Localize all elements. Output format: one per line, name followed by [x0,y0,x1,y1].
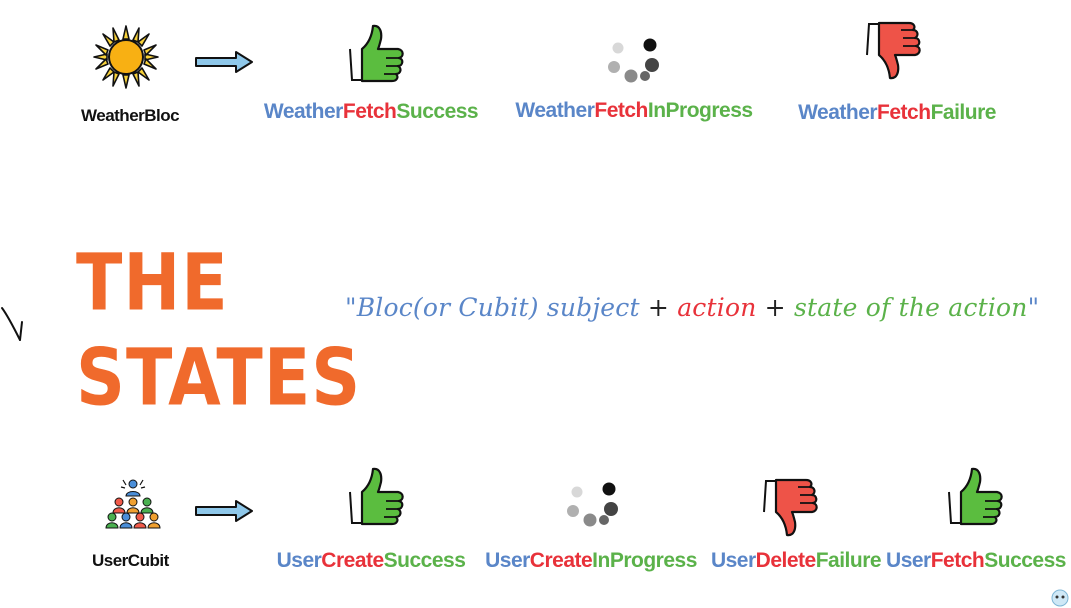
state-status: Failure [930,101,997,124]
thumbs-down-icon [863,20,923,82]
mascot-icon [1051,589,1069,607]
state-status: InProgress [647,99,753,122]
state-action: Create [321,549,384,572]
state-subject: User [710,549,756,572]
state-action: Fetch [930,549,985,572]
sun-icon [93,25,159,89]
loading-dots-icon [604,38,664,86]
state-label: WeatherFetchInProgress [515,99,753,123]
formula-subject: Bloc(or Cubit) subject [356,293,640,322]
state-label: WeatherFetchSuccess [263,100,479,124]
formula-close-quote: " [1027,293,1040,322]
state-label: UserCreateSuccess [277,549,466,573]
thumbs-down-icon [760,477,820,539]
state-action: Create [529,549,593,572]
state-status: Success [383,549,466,572]
thumbs-up-icon [346,22,406,84]
subject-label-weatherbloc: WeatherBloc [81,106,180,125]
title-line-2: STATES [76,333,362,424]
state-status: Success [396,100,479,123]
state-action: Fetch [342,100,397,123]
state-label: UserCreateInProgress [485,549,697,573]
state-label: UserDeleteFailure [710,549,882,573]
state-action: Fetch [877,101,931,124]
state-status: Success [984,549,1066,572]
state-label: WeatherFetchFailure [798,101,996,125]
state-status: Failure [815,549,882,572]
state-action: Fetch [594,99,648,122]
state-action: Delete [755,549,817,572]
subject-label-usercubit: UserCubit [92,551,169,570]
naming-formula: "Bloc(or Cubit) subject + action + state… [345,293,1039,322]
state-subject: User [886,549,931,572]
state-subject: Weather [515,99,595,122]
formula-state: state of the action [793,293,1028,322]
state-subject: User [276,549,322,572]
formula-plus: + [764,293,786,322]
state-subject: User [485,549,530,572]
thumbs-up-icon [346,465,406,527]
title-line-1: THE [76,238,229,329]
state-label: UserFetchSuccess [886,549,1066,573]
state-subject: Weather [263,100,343,123]
state-status: InProgress [592,549,697,572]
state-subject: Weather [798,101,878,124]
arrow-right-icon [194,500,254,522]
arrow-right-icon [194,51,254,73]
users-group-icon [105,479,161,529]
sketch-stroke-decoration [1,307,23,341]
formula-open-quote: " [345,293,357,322]
thumbs-up-icon [945,465,1005,527]
loading-dots-icon [563,482,623,530]
formula-action: action [677,293,757,322]
formula-plus: + [647,293,670,322]
